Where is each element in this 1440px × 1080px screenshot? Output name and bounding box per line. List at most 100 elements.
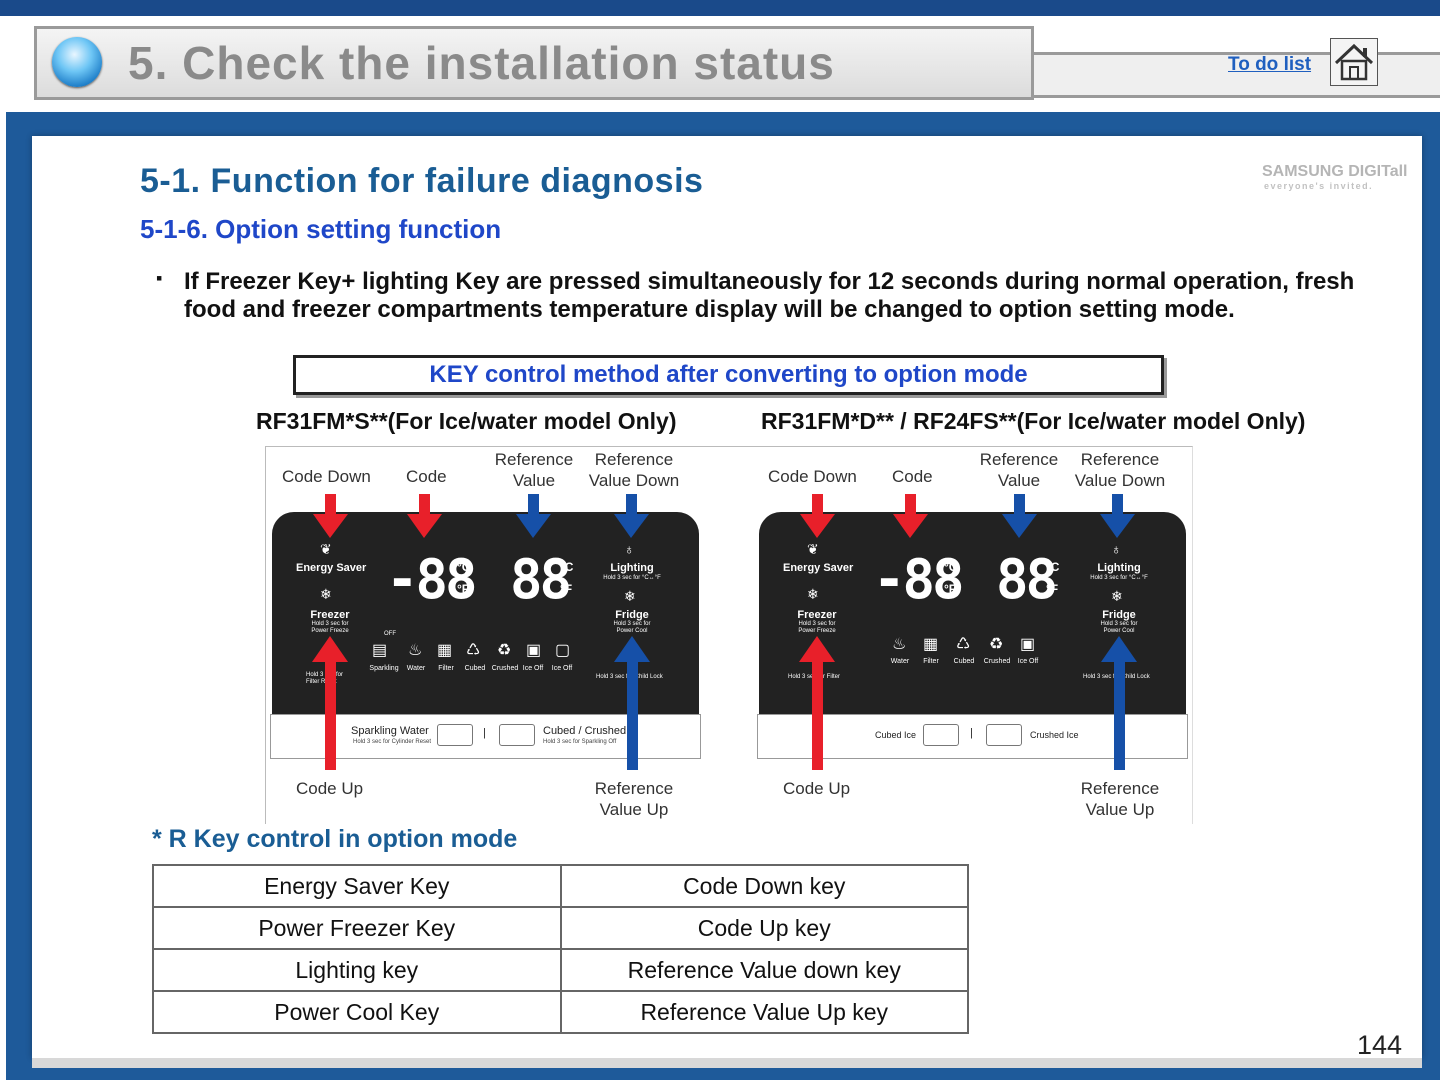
left-unit-f-1: °F — [457, 582, 470, 596]
left-cubed-crushed-button[interactable] — [499, 724, 535, 746]
table-cell: Reference Value down key — [559, 948, 969, 992]
title-frame — [34, 26, 1034, 100]
svg-text:everyone's invited.: everyone's invited. — [1264, 181, 1373, 191]
header-top-line — [0, 0, 1440, 16]
left-fridge-sub: Hold 3 sec for Power Cool — [613, 621, 651, 634]
model-left-title: RF31FM*S**(For Ice/water model Only) — [256, 408, 677, 434]
right-strip-divider: | — [970, 727, 973, 739]
right-strip-right-label: Crushed Ice — [1030, 730, 1079, 740]
svg-text:SAMSUNG DIGITall: SAMSUNG DIGITall — [1262, 163, 1408, 180]
right-filter-icon: ▦ — [923, 636, 939, 653]
table-row: Power Freezer Key Code Up key — [152, 906, 969, 950]
right-crushed-ice-button[interactable] — [986, 724, 1022, 746]
left-code-up-arrow — [312, 636, 348, 770]
left-ref-value-up-arrow — [614, 636, 650, 770]
right-unit-c-2: °C — [1046, 560, 1060, 574]
right-icon-label-crushed: Crushed — [983, 658, 1011, 665]
left-label-code-up: Code Up — [296, 779, 364, 798]
left-icon-label-filter: Filter — [438, 665, 454, 672]
right-fridge-icon: ❄ — [1111, 588, 1123, 604]
right-display-freezer: -88 — [873, 548, 965, 611]
right-unit-f-1: °F — [944, 582, 957, 596]
model-right-title: RF31FM*D** / RF24FS**(For Ice/water mode… — [761, 408, 1306, 434]
table-cell: Power Freezer Key — [152, 906, 562, 950]
right-icon-label-filter: Filter — [923, 658, 939, 665]
left-alarm-sub: Hold 3 sec for Filter Reset — [306, 672, 344, 685]
left-fridge-label: Fridge — [615, 609, 649, 621]
left-fridge-icon: ❄ — [624, 588, 636, 604]
right-label-code-up: Code Up — [783, 779, 851, 798]
left-strip-left-sub: Hold 3 sec for Cylinder Reset — [353, 739, 432, 745]
right-label-code: Code — [892, 467, 933, 486]
instruction-text: If Freezer Key+ lighting Key are pressed… — [184, 268, 1355, 323]
left-water-icon: ♨ — [408, 642, 423, 659]
left-display-fridge: 88 — [510, 548, 572, 611]
table-row: Energy Saver Key Code Down key — [152, 864, 969, 908]
right-water-icon: ♨ — [892, 636, 907, 653]
left-unit-c-2: °C — [560, 560, 574, 574]
left-icon-label-ice-off-2: Ice Off — [551, 665, 573, 672]
right-strip-left-label: Cubed Ice — [875, 730, 917, 740]
left-icon-label-ice-off: Ice Off — [522, 665, 544, 672]
left-ref-value-arrow — [516, 494, 551, 538]
key-method-label: KEY control method after converting to o… — [429, 361, 1028, 388]
page-number: 144 — [1357, 1030, 1403, 1060]
table-cell: Energy Saver Key — [152, 864, 562, 908]
home-button[interactable] — [1330, 38, 1378, 86]
left-icon-label-crushed: Crushed — [491, 665, 519, 672]
right-label-code-down: Code Down — [768, 467, 857, 486]
left-display-freezer: -88 — [386, 548, 478, 611]
title-orb-icon — [52, 37, 102, 87]
bullet-marker: ▪ — [156, 268, 163, 288]
right-ref-value-down-arrow — [1100, 494, 1135, 538]
right-fridge-label: Fridge — [1102, 609, 1136, 621]
left-cubed-icon: ♺ — [466, 642, 481, 659]
left-bulb-icon: ♁ — [624, 541, 635, 557]
left-code-arrow — [407, 494, 442, 538]
section-title: 5-1. Function for failure diagnosis — [140, 162, 704, 200]
left-unit-c-1: °C — [457, 560, 471, 574]
right-crushed-icon: ♻ — [989, 636, 1004, 653]
right-code-arrow — [893, 494, 928, 538]
left-freezer-label: Freezer — [310, 609, 350, 621]
table-cell: Code Up key — [559, 906, 969, 950]
left-leaf-icon: ❦ — [320, 541, 332, 557]
right-cubed-ice-button[interactable] — [923, 724, 959, 746]
left-ref-value-down-arrow — [614, 494, 649, 538]
right-unit-c-1: °C — [944, 560, 958, 574]
todo-list-link[interactable]: To do list — [1228, 54, 1312, 75]
left-ice-off-icon: ▣ — [526, 642, 542, 659]
left-filter-icon: ▦ — [437, 642, 453, 659]
right-energy-saver-label: Energy Saver — [783, 562, 854, 574]
left-ice-off-icon-2: ▢ — [555, 642, 571, 659]
right-code-down-arrow — [800, 494, 835, 538]
key-mapping-table: Energy Saver Key Code Down key Power Fre… — [152, 864, 969, 1034]
bottom-strip — [32, 1058, 1422, 1068]
left-energy-saver-label: Energy Saver — [296, 562, 367, 574]
right-ice-off-icon: ▣ — [1020, 636, 1036, 653]
left-snowflake-icon: ❄ — [320, 586, 332, 602]
right-leaf-icon: ❦ — [807, 541, 819, 557]
left-off-label: OFF — [384, 631, 396, 637]
key-method-box: KEY control method after converting to o… — [293, 355, 1164, 395]
home-icon — [1334, 43, 1374, 81]
left-unit-f-2: °F — [560, 582, 573, 596]
left-strip-divider: | — [483, 727, 486, 739]
table-cell: Reference Value Up key — [559, 990, 969, 1034]
left-lighting-sub: Hold 3 sec for °C↔°F — [603, 575, 661, 581]
subsection-title: 5-1-6. Option setting function — [140, 214, 502, 244]
right-ref-value-up-arrow — [1101, 636, 1137, 770]
panel-figure-frame — [265, 446, 1193, 824]
right-snowflake-icon: ❄ — [807, 586, 819, 602]
right-ref-value-arrow — [1002, 494, 1037, 538]
left-code-down-arrow — [313, 494, 348, 538]
left-sparkling-button[interactable] — [437, 724, 473, 746]
left-label-code-down: Code Down — [282, 467, 371, 486]
left-icon-label-cubed: Cubed — [464, 665, 486, 672]
right-display-fridge: 88 — [996, 548, 1058, 611]
r-key-heading: * R Key control in option mode — [152, 825, 518, 853]
